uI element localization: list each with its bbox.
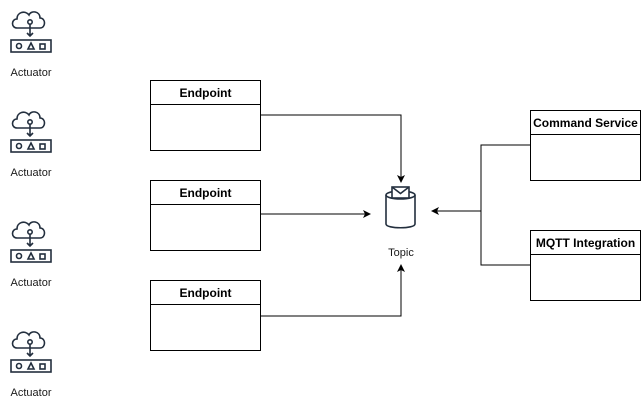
mqtt-integration-title: MQTT Integration [531,231,640,255]
connector-endpoint-1-to-topic [261,114,405,183]
actuator-icon [10,331,52,373]
actuator-label: Actuator [10,387,52,399]
endpoint-box[interactable]: Endpoint [150,280,261,351]
connector-services-to-topic [432,144,530,266]
mqtt-integration-box[interactable]: MQTT Integration [530,230,641,301]
actuator-label: Actuator [10,277,52,289]
actuator-icon [10,111,52,153]
actuator-icons [10,11,52,373]
topic-label: Topic [388,247,414,259]
command-service-title: Command Service [531,111,640,135]
endpoint-box[interactable]: Endpoint [150,80,261,151]
command-service-box[interactable]: Command Service [530,110,641,181]
connector-endpoint-3-to-topic [261,264,405,317]
topic-icon[interactable] [383,186,419,230]
endpoint-box[interactable]: Endpoint [150,180,261,251]
actuator-label: Actuator [10,167,52,179]
actuator-icon [10,221,52,263]
endpoint-title: Endpoint [151,181,260,205]
endpoint-title: Endpoint [151,81,260,105]
endpoint-title: Endpoint [151,281,260,305]
actuator-label: Actuator [10,67,52,79]
actuator-icon [10,11,52,53]
